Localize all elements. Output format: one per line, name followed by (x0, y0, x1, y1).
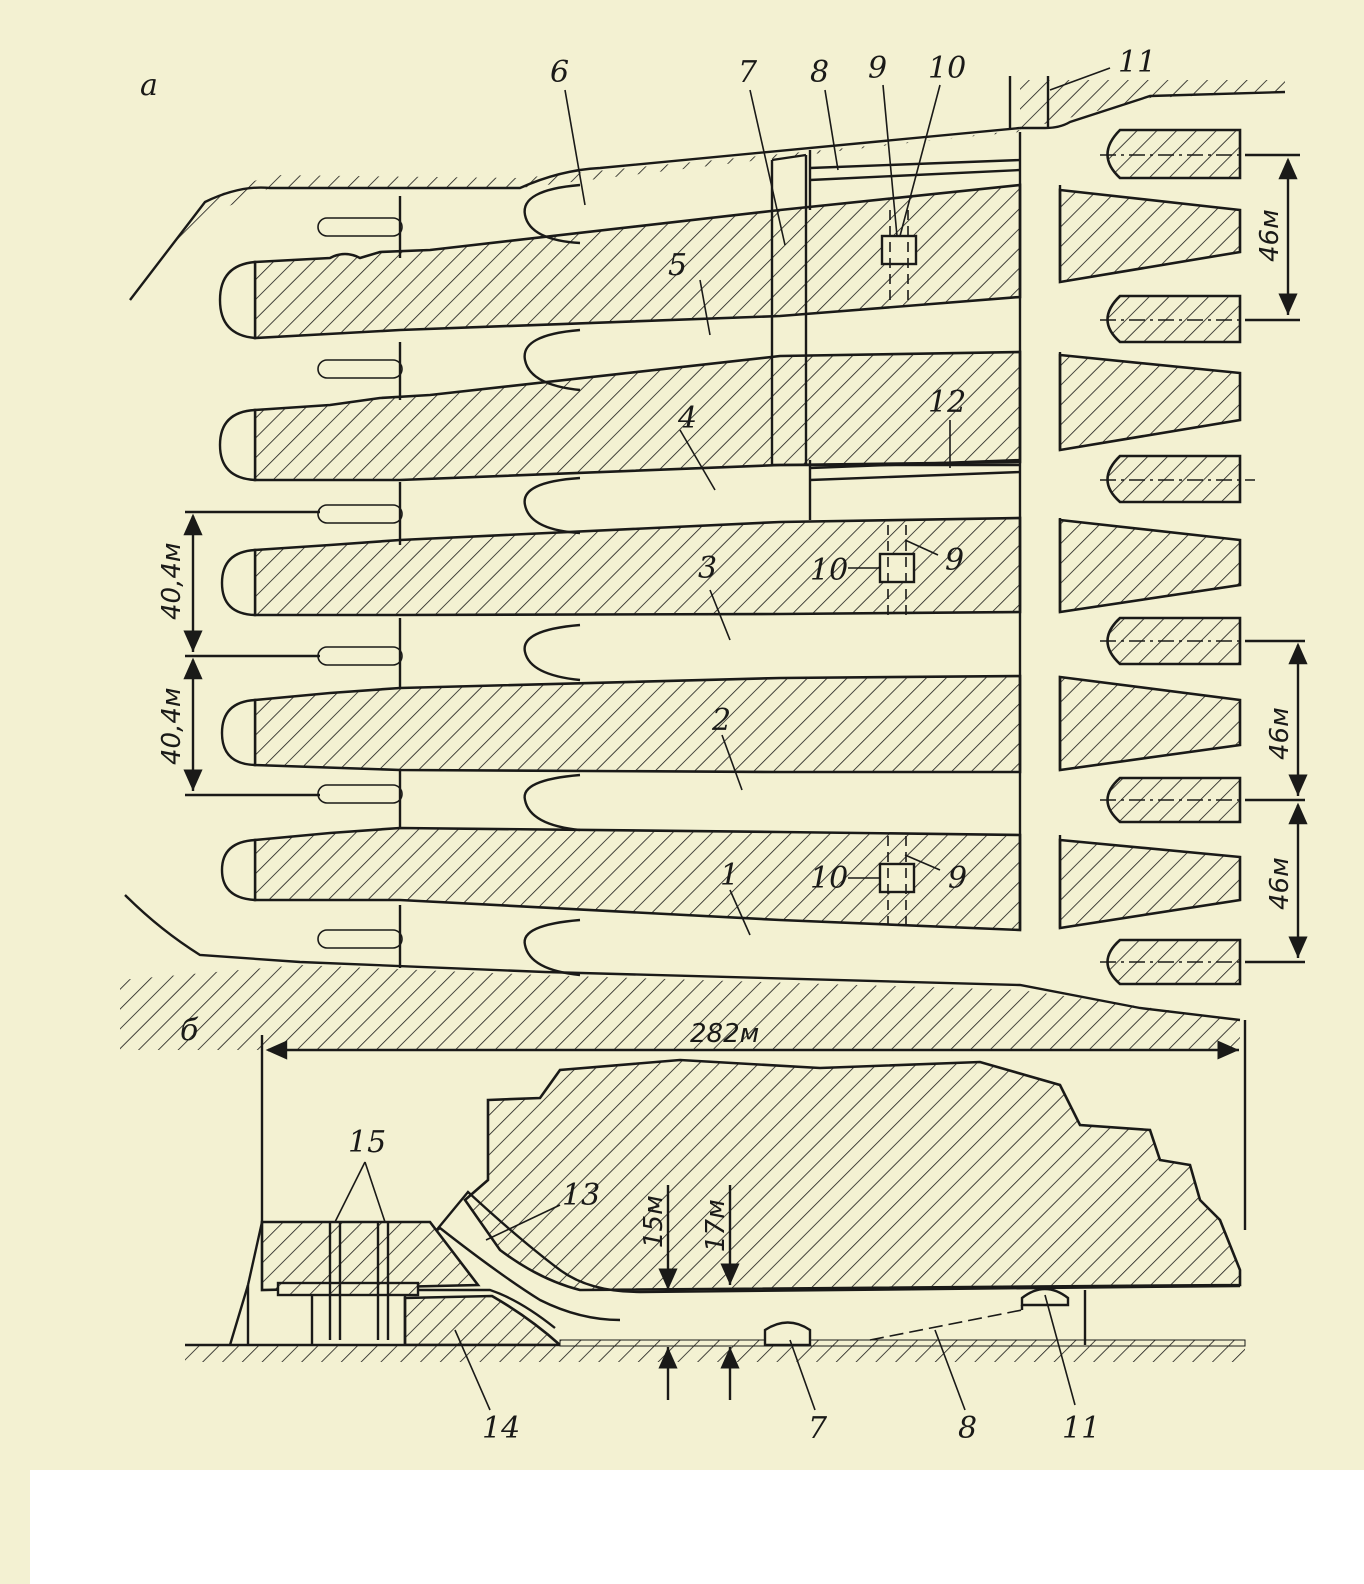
label-13: 13 (562, 1178, 600, 1213)
label-15: 15 (348, 1125, 386, 1160)
label-9-mid: 9 (945, 543, 964, 578)
label-8-section: 8 (958, 1411, 977, 1446)
rock-bottom (120, 965, 1240, 1050)
dim-left-lower: 40,4м (157, 687, 187, 765)
dim-length: 282м (690, 1019, 759, 1049)
dim-15m: 15м (639, 1195, 669, 1248)
blank-margin (30, 1470, 1364, 1584)
label-4: 4 (677, 401, 697, 436)
label-2: 2 (711, 703, 731, 738)
dim-right-mid: 46м (1265, 707, 1295, 760)
label-10-top: 10 (928, 51, 966, 86)
label-1: 1 (720, 858, 739, 893)
pillar-1 (253, 183, 1022, 340)
ore-mass (463, 1058, 1242, 1292)
label-8: 8 (810, 55, 829, 90)
label-11: 11 (1118, 45, 1156, 80)
section-view: б 282м (180, 1013, 1247, 1446)
dim-left-upper: 40,4м (157, 542, 187, 620)
dim-right-low: 46м (1265, 857, 1295, 910)
label-7-section: 7 (808, 1411, 828, 1446)
panel-label-a: а (140, 68, 158, 103)
panel-label-b: б (180, 1013, 199, 1048)
label-9-top: 9 (868, 51, 887, 86)
label-5: 5 (668, 248, 687, 283)
dim-17m: 17м (701, 1199, 731, 1252)
pump-top (880, 210, 918, 300)
pillar-4 (253, 674, 1022, 774)
dim-right-top: 46м (1255, 209, 1285, 262)
label-11-section: 11 (1062, 1411, 1100, 1446)
label-7: 7 (738, 55, 758, 90)
pillar-2 (253, 350, 1022, 482)
label-9-low: 9 (948, 861, 967, 896)
label-10-mid: 10 (810, 553, 848, 588)
label-14: 14 (482, 1411, 520, 1446)
label-10-low: 10 (810, 861, 848, 896)
label-6: 6 (550, 55, 569, 90)
label-3: 3 (698, 551, 717, 586)
label-12: 12 (928, 385, 966, 420)
plan-view: а 6 7 8 9 10 11 5 12 4 3 10 9 2 1 10 9 4… (120, 45, 1308, 1050)
